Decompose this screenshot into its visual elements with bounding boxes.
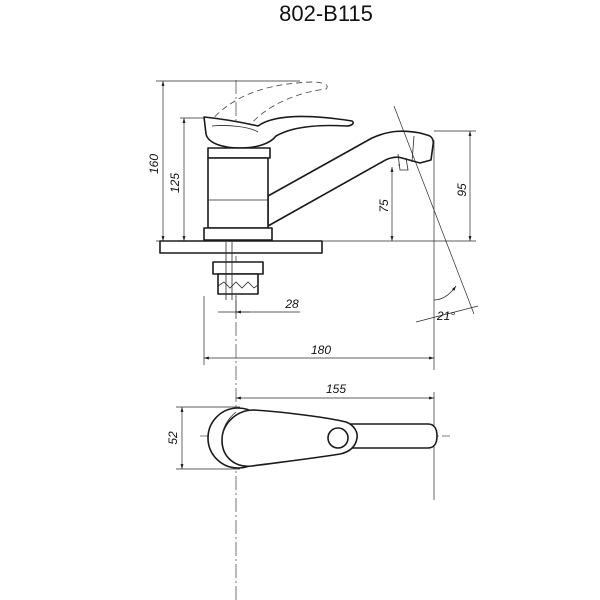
angle-arc — [433, 285, 457, 301]
faucet-body — [207, 157, 269, 229]
base-plate — [159, 240, 323, 254]
lever-hole — [327, 427, 349, 449]
body-cap — [207, 147, 271, 159]
dim-label-155: 155 — [326, 382, 346, 396]
side-view: 160 125 75 95 28 21° 180 — [147, 80, 479, 600]
dim-label-28: 28 — [284, 297, 299, 311]
dim-label-21: 21° — [436, 309, 455, 323]
mounting-nut — [212, 261, 264, 275]
top-lever — [221, 409, 358, 467]
dim-label-125: 125 — [168, 173, 182, 193]
lever-raised-outline — [207, 81, 328, 131]
lever-inner-line — [211, 125, 259, 133]
spout-tip-line — [411, 135, 415, 163]
dim-label-160: 160 — [147, 154, 161, 174]
thread-wave — [217, 281, 259, 289]
body-base-flange — [203, 227, 273, 241]
dim-label-95: 95 — [455, 183, 469, 197]
spout — [267, 130, 435, 227]
dim-label-52: 52 — [166, 431, 180, 445]
model-title: 802-B115 — [279, 1, 373, 26]
spout-aerator — [397, 153, 409, 171]
top-view: 155 52 — [166, 382, 450, 500]
angle-leader — [415, 305, 479, 323]
lever-handle — [203, 115, 354, 149]
dim-label-180: 180 — [311, 343, 331, 357]
top-lever-edge — [221, 411, 237, 441]
dim-label-75: 75 — [377, 199, 391, 213]
